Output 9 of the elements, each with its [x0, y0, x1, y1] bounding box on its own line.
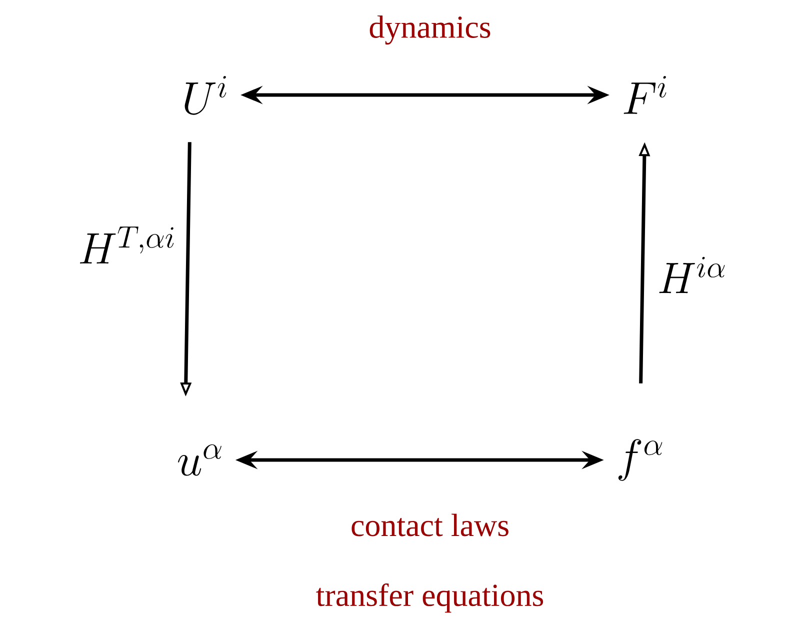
math-symbol: $U^i$: [184, 76, 226, 115]
edge-label: dynamics: [370, 15, 490, 45]
edge-label: contact laws: [352, 514, 508, 536]
edge-label: $H^{T,\alpha i}$: [80, 226, 174, 264]
note-text: transfer equations: [316, 583, 544, 613]
math-symbol: $F^i$: [624, 76, 666, 114]
math-symbol: $u^\alpha$: [178, 444, 222, 476]
edge-label: $H^{i\alpha}$: [659, 256, 725, 294]
math-symbol: $f^\alpha$: [618, 439, 662, 481]
